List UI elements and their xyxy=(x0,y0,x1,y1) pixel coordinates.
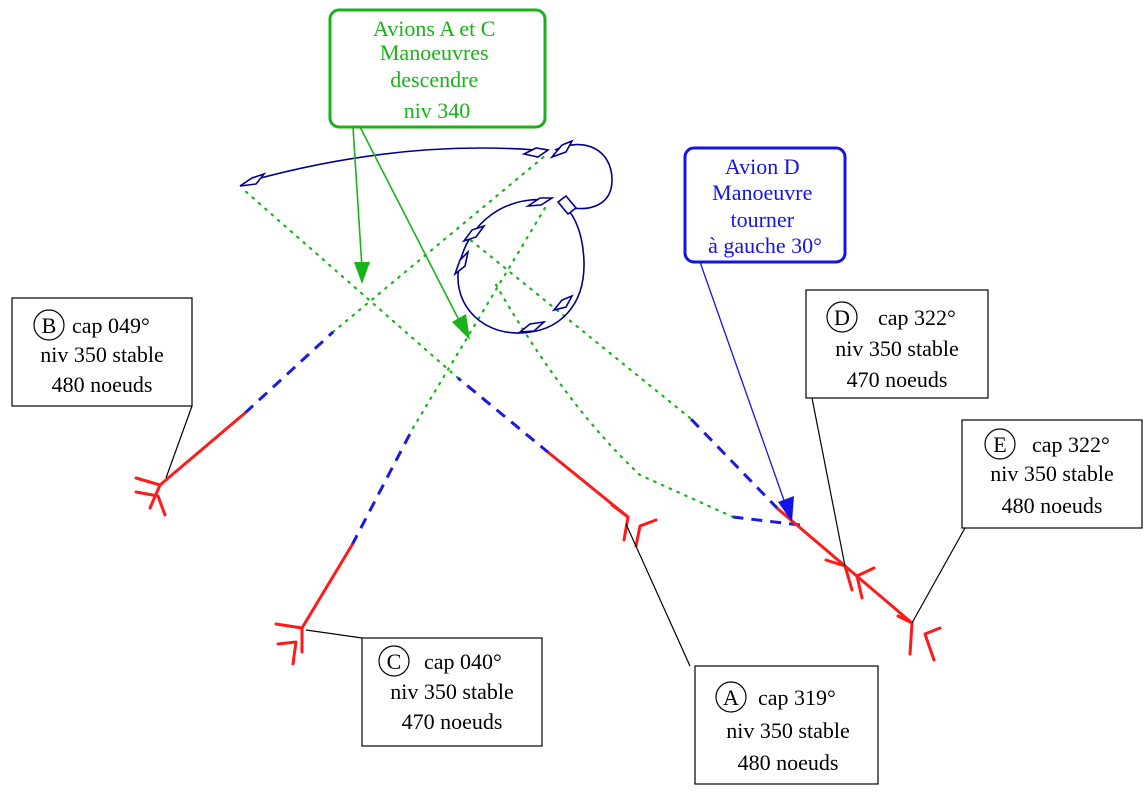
track-b xyxy=(158,411,247,487)
note-ac-line-2: Manoeuvres xyxy=(380,40,489,65)
label-d-speed: 470 noeuds xyxy=(847,367,948,392)
future-path-a xyxy=(242,188,460,380)
marker xyxy=(521,147,551,158)
note-ac-line-3: descendre xyxy=(390,67,478,92)
leader-c xyxy=(305,629,363,639)
arrowhead xyxy=(778,496,794,522)
label-d-heading: cap 322° xyxy=(878,305,956,330)
label-e-heading: cap 322° xyxy=(1032,432,1110,457)
future-path-c xyxy=(411,201,550,430)
note-d-arrow xyxy=(699,261,794,522)
label-b-heading: cap 049° xyxy=(72,313,150,338)
marker xyxy=(453,249,470,277)
avoidance-path xyxy=(252,143,613,334)
note-d-line-4: à gauche 30° xyxy=(708,233,822,258)
note-ac: Avions A et C Manoeuvres descendre niv 3… xyxy=(328,8,547,129)
note-d-box xyxy=(683,146,847,264)
label-a-box xyxy=(694,665,879,785)
planned-segment-a xyxy=(457,376,550,455)
marker xyxy=(517,320,547,333)
loop-large xyxy=(457,198,585,334)
label-b-box xyxy=(11,297,193,407)
label-b-id-circle xyxy=(33,309,65,341)
planned-segment-b xyxy=(243,330,335,415)
label-c-box xyxy=(361,637,543,747)
arrow-to-c xyxy=(352,126,363,269)
note-d-line-3: tourner xyxy=(730,207,794,232)
label-c-heading: cap 040° xyxy=(424,649,502,674)
future-path-e xyxy=(493,281,735,519)
label-a: A cap 319° niv 350 stable 480 noeuds xyxy=(694,665,879,785)
note-ac-arrows xyxy=(352,126,470,340)
marker xyxy=(239,172,267,187)
label-a-level: niv 350 stable xyxy=(726,718,849,743)
note-d-line-2: Manoeuvre xyxy=(712,180,812,205)
label-d: D cap 322° niv 350 stable 470 noeuds xyxy=(805,289,989,399)
leader-e xyxy=(911,527,966,624)
aircraft-a-symbol xyxy=(610,503,658,548)
label-c-speed: 470 noeuds xyxy=(402,709,503,734)
future-path-b xyxy=(331,153,548,334)
arrow-to-d xyxy=(699,261,787,507)
label-d-id-circle xyxy=(826,301,858,333)
label-e-id: E xyxy=(993,432,1006,457)
arrow-to-a xyxy=(359,126,463,327)
label-d-id: D xyxy=(834,305,850,330)
label-b-level: niv 350 stable xyxy=(40,342,163,367)
note-ac-line-4: niv 340 xyxy=(404,98,471,123)
label-d-level: niv 350 stable xyxy=(835,336,958,361)
note-ac-line-1: Avions A et C xyxy=(373,16,495,41)
note-d-line-1: Avion D xyxy=(725,154,800,179)
loop-small xyxy=(554,143,613,210)
label-c-id-circle xyxy=(378,645,410,677)
leader-lines xyxy=(165,397,966,667)
label-e: E cap 322° niv 350 stable 480 noeuds xyxy=(961,419,1143,529)
label-b: B cap 049° niv 350 stable 480 noeuds xyxy=(11,297,193,407)
aircraft-c-symbol xyxy=(274,622,304,666)
label-c-id: C xyxy=(387,649,402,674)
aircraft-e-symbol xyxy=(896,614,942,662)
label-a-speed: 480 noeuds xyxy=(738,750,839,775)
label-e-level: niv 350 stable xyxy=(990,461,1113,486)
marker xyxy=(525,197,555,208)
marker xyxy=(551,294,574,312)
label-c-level: niv 350 stable xyxy=(390,679,513,704)
leader-d xyxy=(811,397,846,567)
label-c: C cap 040° niv 350 stable 470 noeuds xyxy=(361,637,543,747)
marker xyxy=(461,224,487,243)
label-a-id-circle xyxy=(715,681,747,713)
future-path-d xyxy=(466,236,692,420)
future-trajectories xyxy=(242,153,735,519)
aircraft-symbols xyxy=(134,476,942,666)
label-e-speed: 480 noeuds xyxy=(1002,493,1103,518)
planned-segment-d xyxy=(688,416,780,511)
svg-text:Avion D Manoeuvre: Avion D Manoeuvre tourner à gauche 30° xyxy=(708,154,822,258)
leader-b xyxy=(165,405,193,479)
marker xyxy=(556,194,578,216)
note-d: Avion D Manoeuvre tourner à gauche 30° xyxy=(683,146,847,264)
arrowhead xyxy=(452,314,470,340)
note-ac-box xyxy=(328,8,547,129)
label-a-heading: cap 319° xyxy=(758,685,836,710)
arrowhead xyxy=(354,262,370,284)
label-a-id: A xyxy=(723,685,739,710)
track-c xyxy=(300,543,354,630)
marker xyxy=(549,139,574,159)
planned-segment-c xyxy=(350,427,415,546)
aircraft-b-symbol xyxy=(134,476,167,517)
position-markers xyxy=(239,139,578,333)
aircraft-d-symbol xyxy=(824,558,876,600)
arc-top xyxy=(252,147,537,181)
planned-segments xyxy=(243,330,801,546)
label-b-speed: 480 noeuds xyxy=(52,372,153,397)
label-e-id-circle xyxy=(984,428,1016,460)
label-d-box xyxy=(805,289,989,399)
past-tracks xyxy=(158,411,914,630)
leader-a xyxy=(625,523,691,667)
label-b-id: B xyxy=(42,313,57,338)
label-e-box xyxy=(961,419,1143,529)
svg-text:Avions A et C Manoeuvres: Avions A et C Manoeuvres descendre niv 3… xyxy=(373,16,501,123)
